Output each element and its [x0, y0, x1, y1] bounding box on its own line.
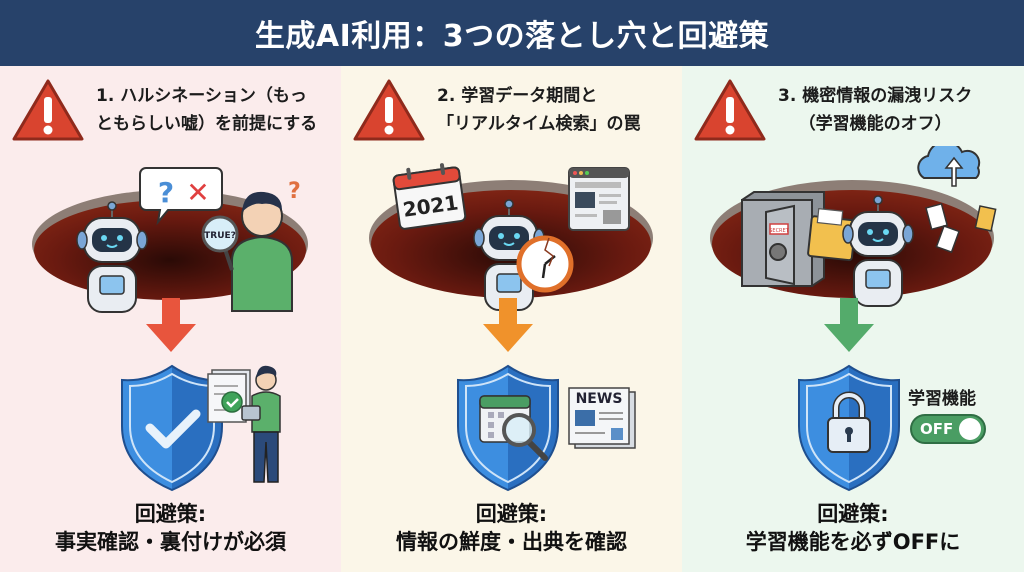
lock-icon [827, 391, 871, 453]
panel-hallucination: 1. ハルシネーション（もっ ともらしい嘘）を前提にする ? ✕ ? TRUE? [0, 66, 341, 572]
svg-text:NEWS: NEWS [576, 391, 623, 407]
panel-title: 1. ハルシネーション（もっ ともらしい嘘）を前提にする [12, 79, 335, 141]
shield-check-icon [121, 364, 281, 492]
question-mark-icon: ? [158, 176, 174, 209]
solution-text: 学習機能を必ずOFFに [745, 530, 961, 554]
solution-label: 回避策: [475, 502, 548, 526]
panel-title-line1: 1. ハルシネーション（もっ [96, 86, 307, 106]
toggle-knob [959, 418, 981, 440]
magnifier-icon [502, 413, 548, 461]
panel-title: 3. 機密情報の漏洩リスク （学習機能のオフ） [694, 79, 1018, 141]
shield-calendar-search-icon: NEWS [457, 364, 636, 492]
panel-title: 2. 学習データ期間と 「リアルタイム検索」の罠 [353, 79, 676, 141]
person-checking [241, 365, 281, 483]
illustration-robot-and-doubtful-person: ? ✕ ? TRUE? [32, 167, 308, 313]
flying-document-icon [925, 202, 949, 231]
learning-feature-label: 学習機能 [908, 389, 976, 409]
panel-title-line1: 3. 機密情報の漏洩リスク [778, 86, 973, 106]
warning-icon [353, 79, 425, 141]
warning-icon [694, 79, 766, 141]
speech-bubble: ? ✕ [139, 167, 223, 226]
person-doubtful: ? [231, 179, 301, 312]
panel-title-line2: 「リアルタイム検索」の罠 [437, 114, 641, 134]
illustration-robot-leaking-secrets: SECRET [710, 146, 997, 307]
broken-clock-icon [516, 235, 574, 293]
question-mark-icon: ? [288, 179, 301, 204]
illustration-robot-outdated-calendar: 2021 [369, 163, 653, 311]
flying-document-icon [935, 225, 960, 254]
shield-lock-icon [798, 364, 900, 492]
panel-title-line1: 2. 学習データ期間と [437, 86, 598, 106]
cloud-upload-icon [917, 146, 981, 187]
solution-label: 回避策: [817, 502, 889, 526]
folder-icon [807, 208, 857, 262]
panel-training-data-cutoff: 2. 学習データ期間と 「リアルタイム検索」の罠 2021 [341, 66, 682, 572]
learning-feature-toggle[interactable]: OFF [910, 414, 986, 444]
warning-icon [12, 79, 84, 141]
safe-icon: SECRET [741, 191, 825, 287]
panel-data-leak: 3. 機密情報の漏洩リスク （学習機能のオフ） SECRET [682, 66, 1024, 572]
arrow-down-icon [146, 298, 196, 352]
newspaper-icon: NEWS [568, 387, 636, 449]
page-title: 生成AI利用：3つの落とし穴と回避策 [254, 19, 770, 54]
cross-icon: ✕ [186, 176, 209, 209]
calendar-icon: 2021 [392, 163, 467, 230]
toggle-state: OFF [920, 420, 954, 438]
solution-text: 事実確認・裏付けが必須 [55, 530, 286, 554]
svg-text:SECRET: SECRET [769, 228, 789, 234]
solution-text: 情報の鮮度・出典を確認 [396, 530, 627, 554]
solution-label: 回避策: [134, 502, 207, 526]
panel-title-line2: （学習機能のオフ） [798, 114, 952, 134]
panel-title-line2: ともらしい嘘）を前提にする [96, 114, 318, 134]
browser-window-icon [568, 167, 630, 231]
flying-document-icon [974, 205, 997, 232]
svg-text:TRUE?: TRUE? [204, 231, 236, 241]
arrow-down-icon [483, 298, 533, 352]
magnifier-icon: TRUE? [201, 215, 239, 271]
header-banner: 生成AI利用：3つの落とし穴と回避策 [0, 0, 1024, 66]
arrow-down-icon [824, 298, 874, 352]
